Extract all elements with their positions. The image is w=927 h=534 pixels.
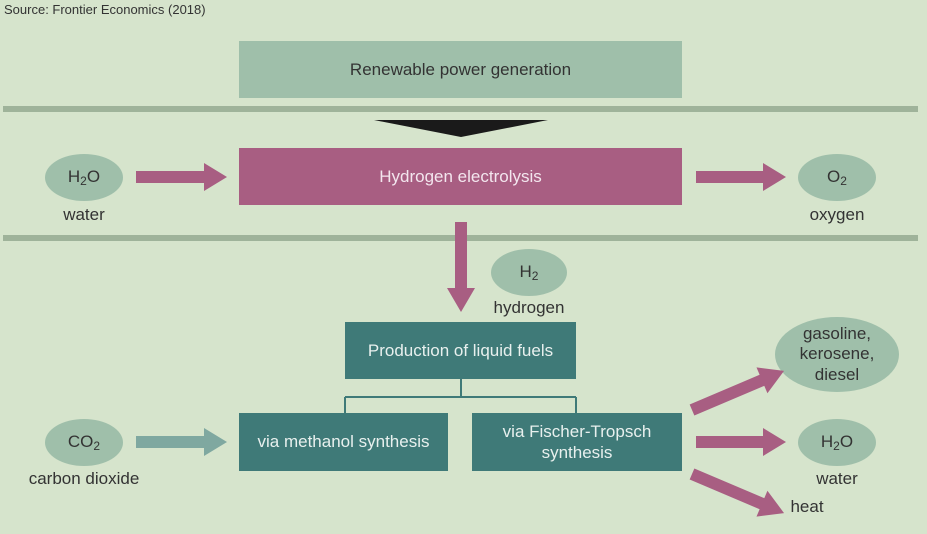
heat-label: heat bbox=[790, 497, 824, 516]
co2-formula: CO2 bbox=[67, 431, 101, 453]
renewable-power-box: Renewable power generation bbox=[239, 41, 682, 98]
arrow-electrolysis-to-fuels bbox=[447, 222, 475, 312]
fuels-oval: gasoline, kerosene, diesel bbox=[775, 317, 899, 392]
water-input-oval: H2O bbox=[45, 154, 123, 201]
water-input-formula: H2O bbox=[67, 166, 101, 188]
oxygen-label: oxygen bbox=[809, 205, 865, 224]
hydrogen-oval: H2 bbox=[491, 249, 567, 296]
arrow-water-to-electrolysis bbox=[136, 163, 227, 191]
arrow-co2-to-methanol bbox=[136, 428, 227, 456]
arrow-to-heat bbox=[689, 468, 785, 517]
arrow-electrolysis-to-oxygen bbox=[696, 163, 786, 191]
divider-top bbox=[3, 106, 918, 112]
water-input-label: water bbox=[63, 205, 105, 224]
oxygen-formula: O2 bbox=[827, 166, 847, 188]
flow-triangle bbox=[374, 120, 548, 137]
hydrogen-formula: H2 bbox=[519, 261, 539, 283]
oxygen-oval: O2 bbox=[798, 154, 876, 201]
source-note: Source: Frontier Economics (2018) bbox=[4, 2, 206, 17]
branch-connector bbox=[344, 379, 577, 413]
methanol-box: via methanol synthesis bbox=[239, 413, 448, 471]
water-output-oval: H2O bbox=[798, 419, 876, 466]
co2-oval: CO2 bbox=[45, 419, 123, 466]
hydrogen-label: hydrogen bbox=[493, 298, 565, 317]
electrolysis-box: Hydrogen electrolysis bbox=[239, 148, 682, 205]
fischer-tropsch-box: via Fischer-Tropsch synthesis bbox=[472, 413, 682, 471]
water-output-label: water bbox=[816, 469, 858, 488]
co2-label: carbon dioxide bbox=[28, 469, 140, 488]
arrow-to-fuels bbox=[689, 367, 785, 416]
water-output-formula: H2O bbox=[820, 431, 854, 453]
liquid-fuels-box: Production of liquid fuels bbox=[345, 322, 576, 379]
arrow-to-water-output bbox=[696, 428, 786, 456]
